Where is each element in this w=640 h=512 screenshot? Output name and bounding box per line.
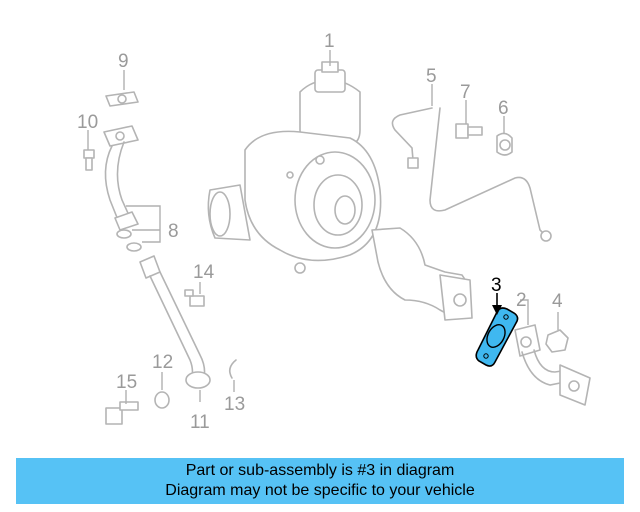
callout-4: 4 xyxy=(552,291,563,312)
plug-part-15 xyxy=(105,401,139,425)
o-ring-part-12 xyxy=(154,391,170,409)
o-rings-part-8 xyxy=(116,229,142,252)
gasket-part-9 xyxy=(105,91,139,107)
callout-3: 3 xyxy=(491,275,502,296)
banner-line-2: Diagram may not be specific to your vehi… xyxy=(165,482,475,499)
callout-14: 14 xyxy=(193,262,215,283)
turbocharger xyxy=(207,61,473,321)
callout-10: 10 xyxy=(77,112,98,133)
banjo-bolt xyxy=(455,123,483,139)
callout-6: 6 xyxy=(498,98,509,119)
leader-lines xyxy=(87,50,559,404)
oil-return-pipe-upper xyxy=(103,125,139,231)
callout-7: 7 xyxy=(460,82,471,103)
callout-13: 13 xyxy=(224,394,245,415)
oil-return-pipe-lower xyxy=(139,255,211,389)
callout-9: 9 xyxy=(118,51,129,72)
oil-feed-pipe xyxy=(391,107,552,242)
callout-labels: 1 9 10 5 7 6 8 14 12 11 13 15 2 4 3 xyxy=(77,31,563,433)
info-banner: Part or sub-assembly is #3 in diagram Di… xyxy=(16,458,624,504)
bolt-part-10 xyxy=(83,149,95,171)
callout-11: 11 xyxy=(190,412,210,433)
exhaust-pipe-part-2 xyxy=(514,324,591,406)
nut-part-4 xyxy=(545,329,569,353)
bolt-part-14 xyxy=(184,289,205,307)
callout-5: 5 xyxy=(426,66,437,87)
callout-12: 12 xyxy=(152,352,173,373)
parts-diagram: 1 9 10 5 7 6 8 14 12 11 13 15 2 4 3 xyxy=(77,31,591,433)
banner-line-1: Part or sub-assembly is #3 in diagram xyxy=(185,462,455,479)
callout-1: 1 xyxy=(324,31,335,52)
callout-8: 8 xyxy=(168,221,179,242)
callout-2: 2 xyxy=(516,290,527,311)
washer-part-6 xyxy=(496,132,513,156)
clip-part-13 xyxy=(228,359,237,379)
gasket-part-3-highlighted[interactable] xyxy=(475,307,519,367)
callout-15: 15 xyxy=(116,372,137,393)
